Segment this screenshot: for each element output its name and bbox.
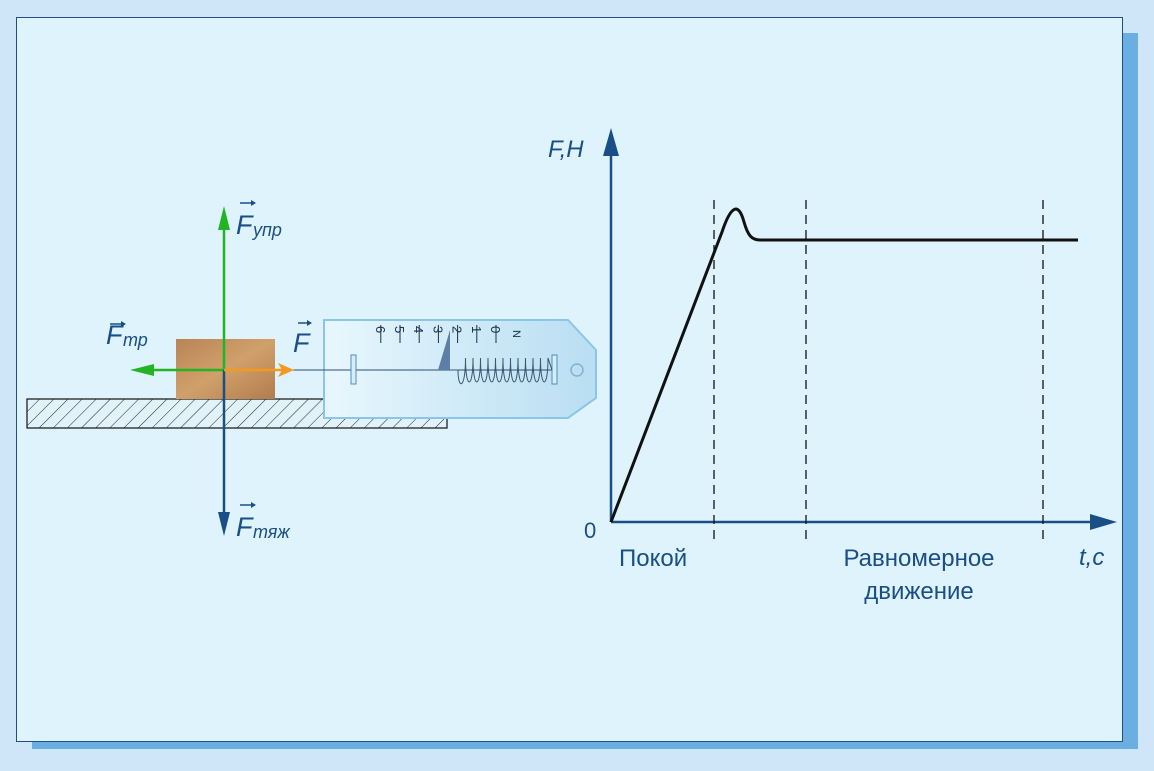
svg-text:F: F [293,328,311,358]
svg-text:F: F [236,512,254,542]
force-curve [609,207,1078,523]
svg-text:F: F [236,210,254,240]
y-axis-label: F,H [548,136,584,163]
force-applied-arrow [224,363,294,377]
region-rest-label: Покой [619,545,687,572]
label-f-friction: F тр [106,320,148,350]
force-time-graph: F,H t,c 0 Покой Равномерное движение [548,128,1117,605]
force-friction-arrow [130,364,224,376]
region-uniform-label-2: движение [864,578,974,605]
x-axis-label: t,c [1079,544,1104,571]
dynamometer-unit: N [510,330,522,338]
label-f-applied: F [293,320,312,358]
svg-text:упр: упр [251,220,282,240]
dynamometer: 0123456N [275,319,597,419]
region-uniform-label-1: Равномерное [843,545,994,572]
origin-label: 0 [584,518,596,543]
force-elastic-arrow [218,206,230,370]
force-gravity-arrow [218,370,230,536]
region-dividers [713,200,1044,540]
y-axis-arrow [603,128,619,156]
label-f-elastic: F упр [236,200,282,240]
svg-text:тр: тр [123,330,148,350]
svg-text:тяж: тяж [253,522,291,542]
label-f-gravity: F тяж [236,502,291,542]
x-axis-arrow [1090,514,1117,530]
svg-text:F: F [106,320,124,350]
